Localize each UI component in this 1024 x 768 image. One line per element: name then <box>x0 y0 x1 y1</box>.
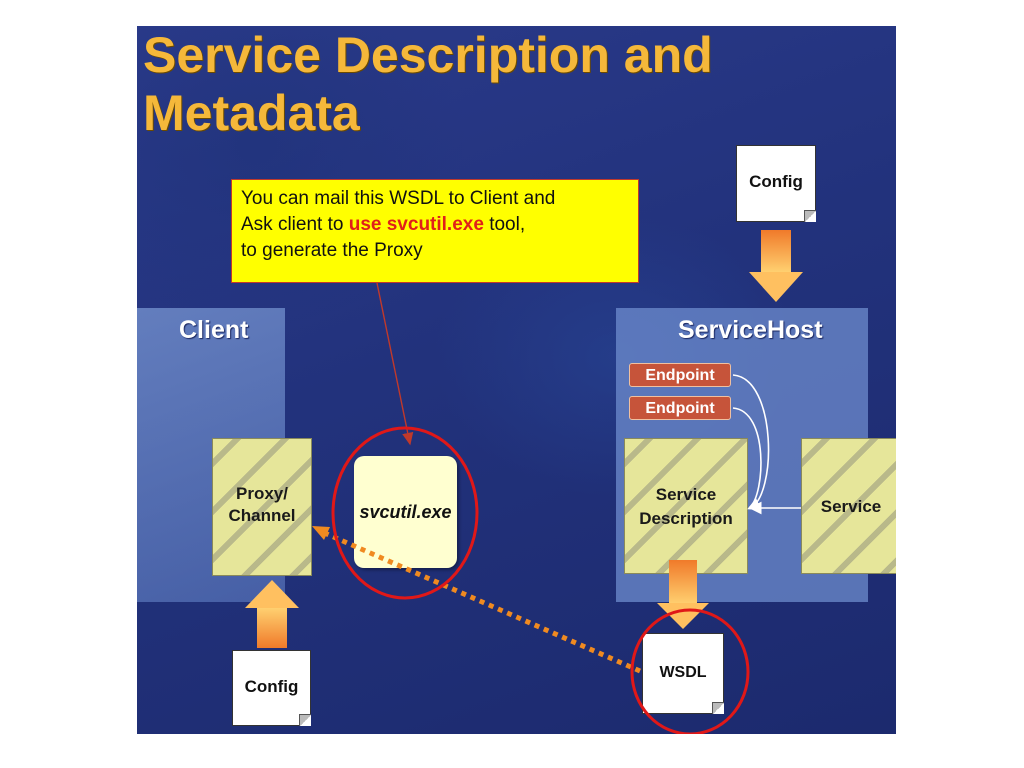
host-config-document: Config <box>736 145 816 222</box>
callout-highlight: use svcutil.exe <box>348 214 484 235</box>
service-label: Service <box>820 497 882 516</box>
svcutil-tool-box: svcutil.exe <box>354 456 457 568</box>
wsdl-generation-arrow <box>657 560 709 629</box>
service-description-line-2: Description <box>639 509 733 528</box>
wsdl-document: WSDL <box>642 633 724 714</box>
svcutil-highlight-circle <box>331 426 479 600</box>
proxy-label: Proxy/ <box>236 484 288 503</box>
servicehost-title: ServiceHost <box>678 316 823 344</box>
endpoint-connector-1 <box>732 374 770 510</box>
callout-line-2-post: tool, <box>483 214 526 235</box>
callout-note: You can mail this WSDL to Client and Ask… <box>231 179 639 283</box>
endpoint-badge-1: Endpoint <box>629 363 731 387</box>
host-config-arrow <box>749 230 803 302</box>
callout-pointer <box>376 282 414 446</box>
wsdl-highlight-circle <box>630 608 750 734</box>
dotted-arrow-head <box>312 526 330 540</box>
callout-line-3: to generate the Proxy <box>241 240 423 261</box>
service-description-box: Service Description <box>624 438 748 574</box>
service-description-line-1: Service <box>655 485 717 504</box>
title-line-2: Metadata <box>143 85 360 141</box>
client-config-document: Config <box>232 650 311 726</box>
connectors-overlay <box>245 230 803 734</box>
callout-line-1: You can mail this WSDL to Client and <box>241 188 556 209</box>
callout-line-2-pre: Ask client to <box>241 214 349 235</box>
slide-title: Service Description and Metadata <box>143 26 713 142</box>
endpoint-badge-2: Endpoint <box>629 396 731 420</box>
wsdl-to-proxy-dotted-arrow <box>318 528 642 674</box>
client-title: Client <box>179 316 249 344</box>
slide: Service Description and Metadata Client … <box>137 26 896 734</box>
service-box: Service <box>801 438 896 574</box>
channel-label: Channel <box>228 506 296 525</box>
client-config-arrow <box>245 580 299 648</box>
endpoint-connector-2 <box>732 407 762 508</box>
proxy-channel-box: Proxy/ Channel <box>212 438 312 576</box>
title-line-1: Service Description and <box>143 27 713 83</box>
callout-line-2: Ask client to use svcutil.exe tool, <box>241 212 628 238</box>
